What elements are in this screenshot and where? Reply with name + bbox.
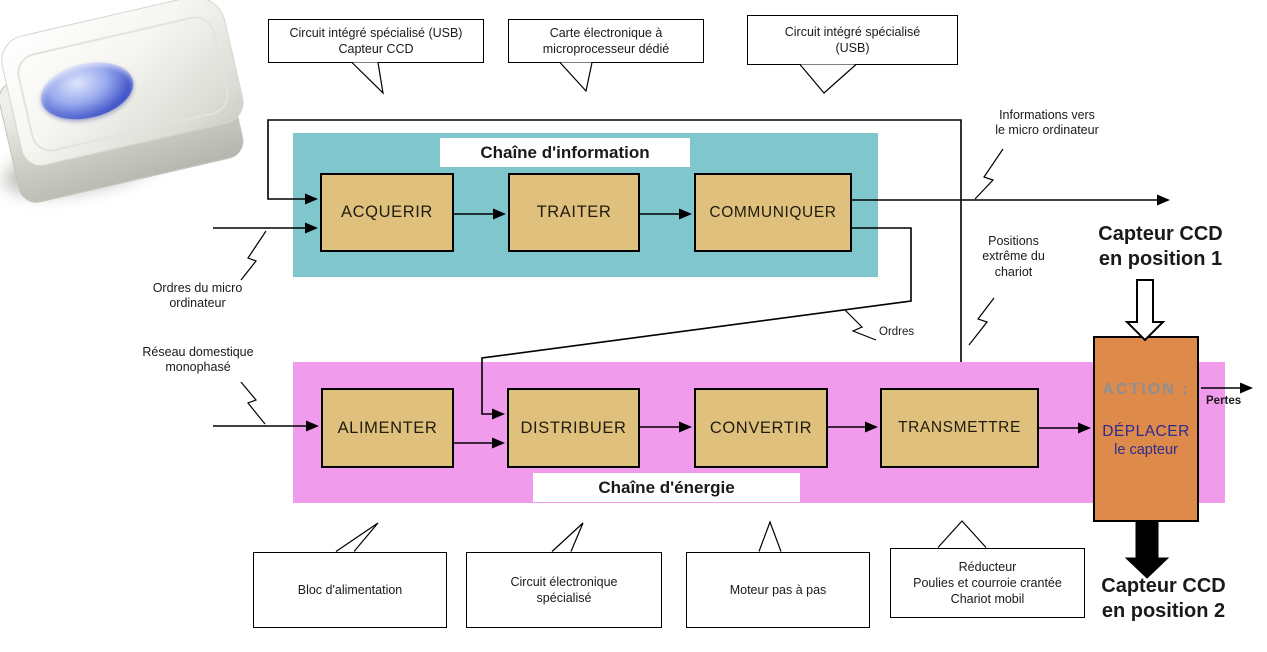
leader-positions — [968, 297, 995, 346]
block-transmettre: TRANSMETTRE — [880, 388, 1039, 468]
leader-mains — [240, 381, 266, 425]
block-acquerir: ACQUERIR — [320, 173, 454, 252]
callout-ccd-usb-circuit: Circuit intégré spécialisé (USB) Capteur… — [268, 19, 484, 63]
action-heading: ACTION : — [1102, 381, 1190, 398]
label-orders-from-computer: Ordres du micro ordinateur — [152, 281, 243, 311]
callout-power-supply: Bloc d'alimentation — [253, 552, 447, 628]
label-ccd-sensor-position-2: Capteur CCD en position 2 — [1101, 575, 1226, 622]
action-verb: DÉPLACER — [1102, 423, 1190, 440]
callout-reducer-pulleys-carriage: Réducteur Poulies et courroie crantée Ch… — [890, 548, 1085, 618]
block-alimenter: ALIMENTER — [321, 388, 454, 468]
energy-chain-title: Chaîne d'énergie — [533, 473, 800, 502]
block-traiter: TRAITER — [508, 173, 640, 252]
label-info-to-computer: Informations vers le micro ordinateur — [995, 108, 1099, 138]
callout-microprocessor-board: Carte électronique à microprocesseur déd… — [508, 19, 704, 63]
callout-stepper-motor: Moteur pas à pas — [686, 552, 870, 628]
block-communiquer: COMMUNIQUER — [694, 173, 852, 252]
information-chain-title: Chaîne d'information — [440, 138, 690, 167]
tail-callout-motor — [758, 520, 782, 552]
tail-callout-circuit — [551, 522, 584, 552]
tail-callout-3 — [799, 64, 857, 94]
label-ccd-sensor-position-1: Capteur CCD en position 1 — [1098, 223, 1223, 270]
tail-callout-2 — [559, 62, 593, 93]
callout-electronic-circuit: Circuit électronique spécialisé — [466, 552, 662, 628]
label-carriage-extreme-positions: Positions extrême du chariot — [982, 234, 1045, 279]
sensor-position2-block-arrow — [1124, 521, 1170, 579]
block-distribuer: DISTRIBUER — [507, 388, 640, 468]
label-orders: Ordres — [879, 326, 915, 338]
leader-orders-mid — [844, 309, 877, 341]
block-convertir: CONVERTIR — [694, 388, 828, 468]
tail-callout-1 — [351, 62, 384, 95]
action-object: le capteur — [1114, 442, 1178, 458]
leader-orders-in — [240, 230, 267, 281]
tail-callout-reducer — [937, 520, 987, 548]
flatbed-scanner-photo — [0, 0, 248, 208]
sensor-position1-block-arrow — [1124, 279, 1166, 342]
label-losses: Pertes — [1206, 395, 1242, 407]
callout-usb-circuit: Circuit intégré spécialisé (USB) — [747, 15, 958, 65]
tail-callout-power — [335, 522, 379, 552]
action-block: ACTION : DÉPLACER le capteur — [1093, 336, 1199, 522]
leader-info-out — [974, 148, 1004, 200]
label-domestic-mains: Réseau domestique monophasé — [142, 345, 254, 375]
